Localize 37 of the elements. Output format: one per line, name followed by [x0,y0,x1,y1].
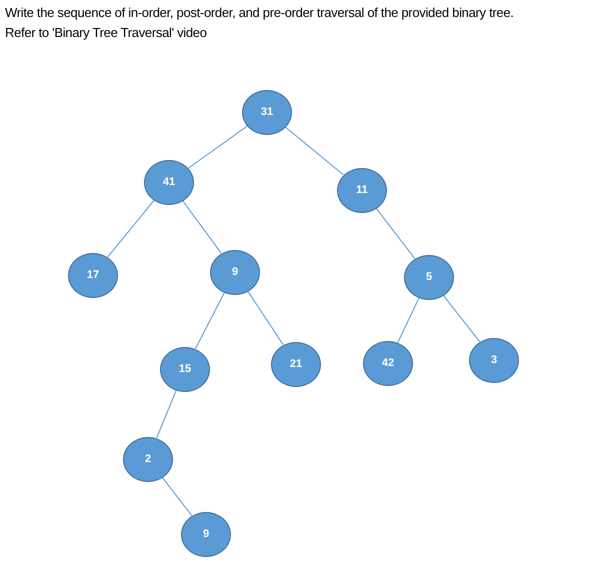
tree-node [181,512,231,556]
node-value: 21 [290,358,302,370]
connector-line [397,297,420,343]
connector-line [376,208,416,259]
tree-node [469,338,519,382]
node-value: 9 [232,266,238,278]
connector-line [162,476,192,516]
node-value: 41 [162,176,176,188]
connector-line [188,125,248,169]
node-value: 15 [178,362,192,376]
tree-node [210,250,260,294]
connector-line [107,200,155,258]
tree-node [363,340,413,386]
node-value: 11 [356,184,368,196]
tree-node [271,342,321,386]
tree-node [144,160,194,204]
tree-node [160,346,210,392]
tree-node [123,436,173,482]
node-value: 2 [144,452,152,466]
instruction-text: Write the sequence of in-order, post-order, and pre-order traversal of the provided binary tree. [5,4,515,22]
node-value: 31 [260,106,274,118]
connector-line [442,294,480,342]
connector-line [247,290,284,346]
node-value: 9 [202,528,210,540]
connector-line [284,126,344,176]
tree-node [404,254,454,300]
tree-node [242,90,292,134]
node-value: 5 [426,270,432,284]
instruction-text: Refer to 'Binary Tree Traversal' video [5,24,207,42]
connector-line [195,292,225,350]
tree-node [68,252,118,298]
node-value: 42 [382,356,394,370]
connector-line [156,390,177,438]
node-value: 3 [490,354,498,366]
connector-line [182,200,222,254]
node-value: 17 [86,268,100,282]
tree-node [337,168,387,212]
